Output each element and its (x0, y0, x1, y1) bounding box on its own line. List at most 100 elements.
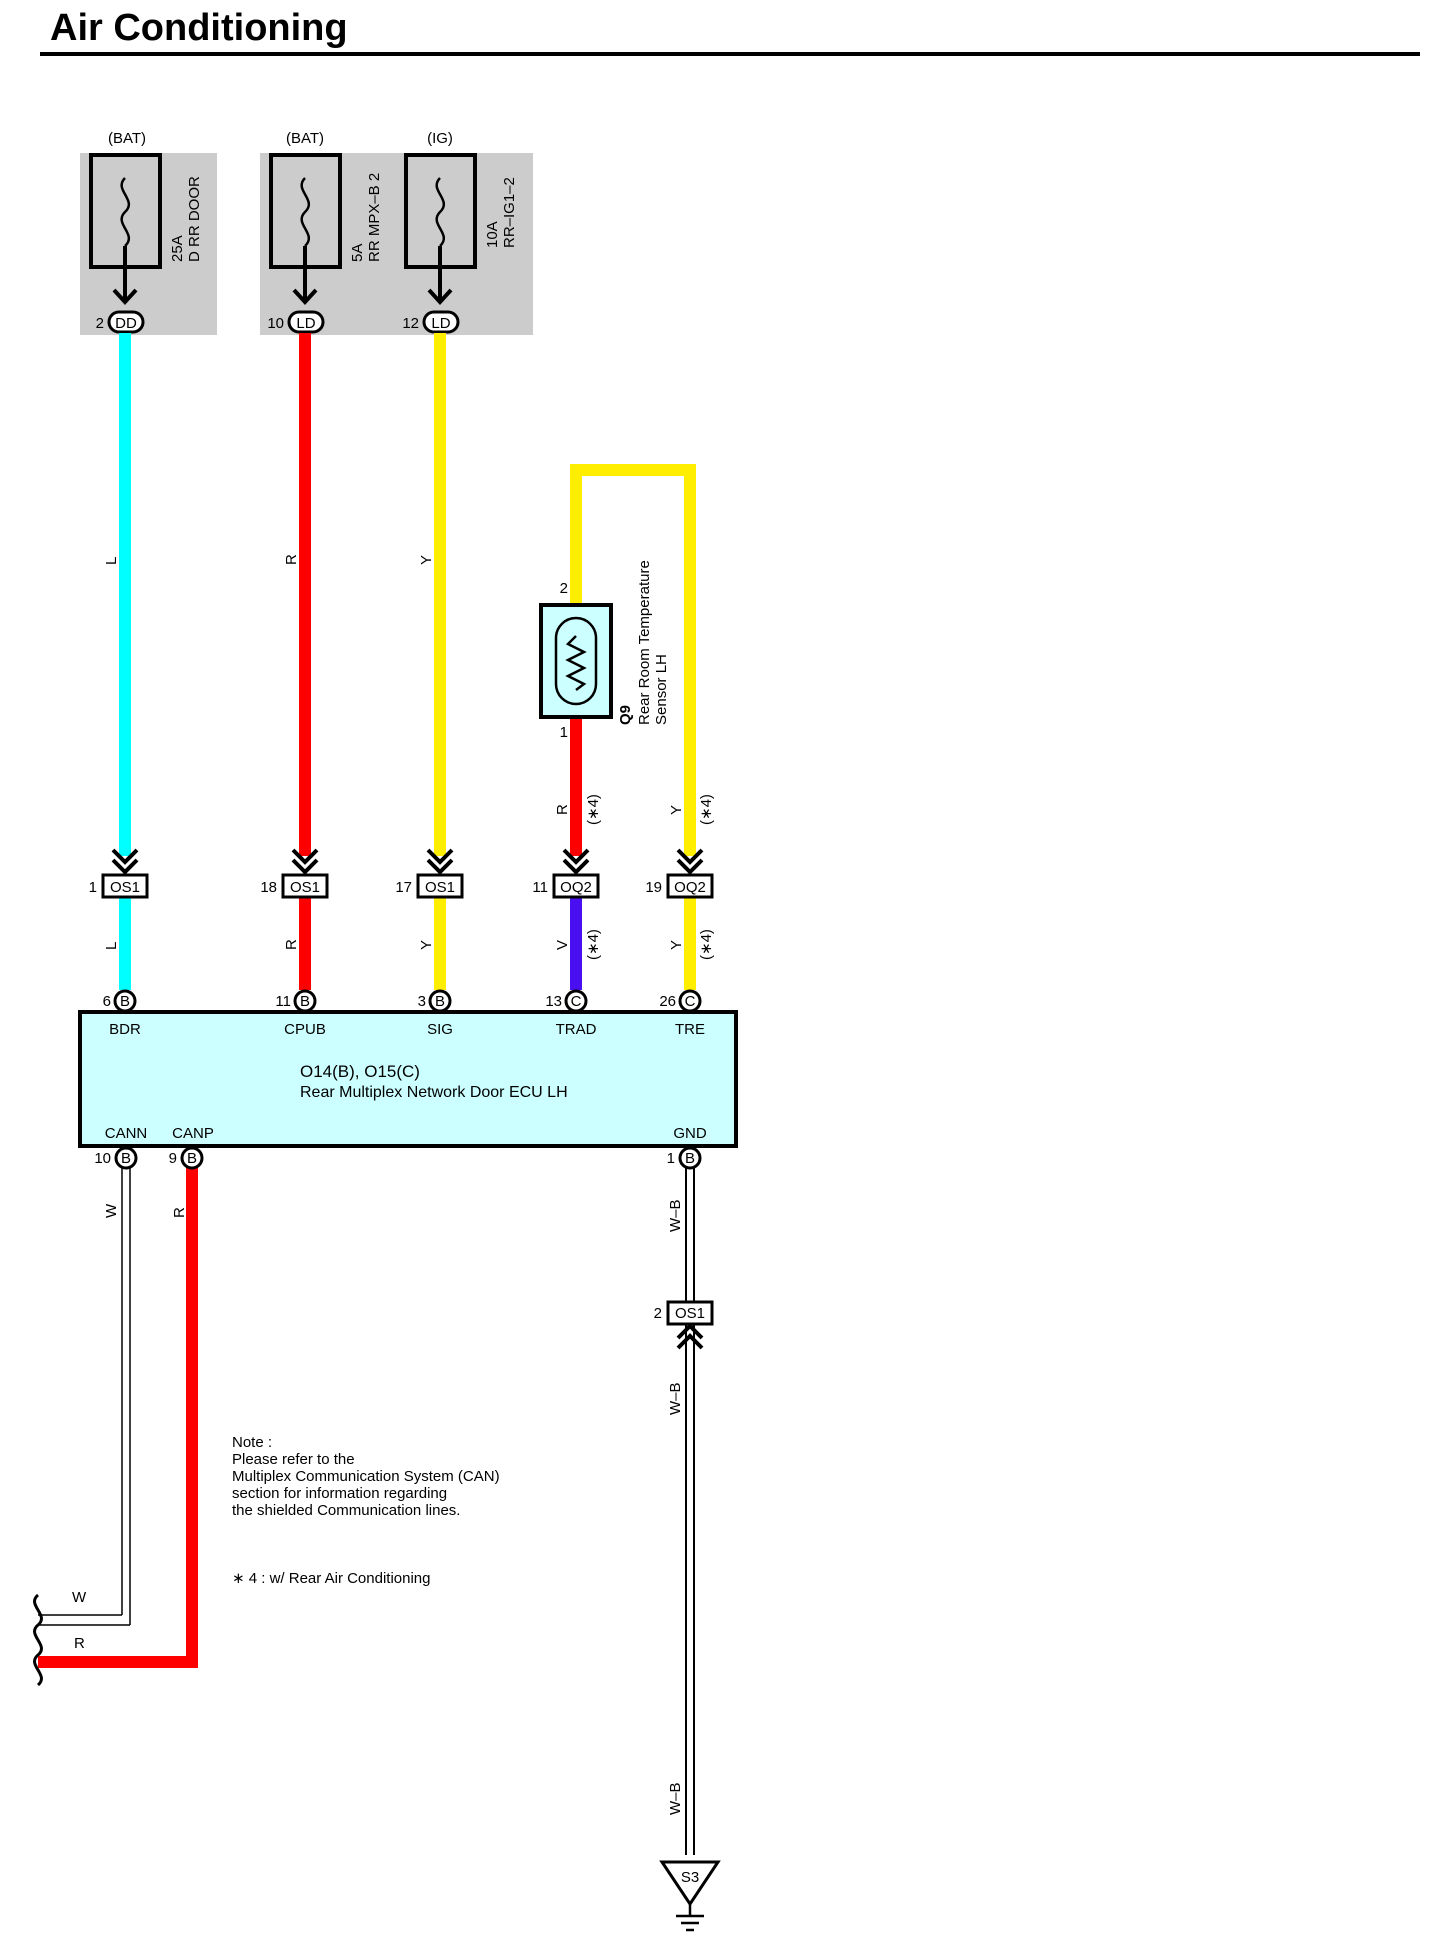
svg-text:B: B (121, 1150, 131, 1167)
svg-text:Note :: Note : (232, 1434, 272, 1451)
svg-text:LD: LD (296, 315, 315, 332)
terminal (564, 989, 588, 1013)
wire-end-label: W (72, 1589, 87, 1606)
pin-number: 11 (275, 993, 291, 1010)
terminal-label: SIG (427, 1021, 453, 1038)
terminal-label: CPUB (284, 1021, 326, 1038)
svg-text:C: C (571, 993, 582, 1010)
fuse-source-label: (BAT) (286, 130, 324, 147)
pin-number: 1 (89, 879, 97, 896)
wire-color-code: R (283, 939, 300, 950)
fuse-element-icon (120, 177, 131, 247)
svg-text:OS1: OS1 (675, 1305, 705, 1322)
arrow-icon (112, 288, 138, 305)
sensor-pin-top: 2 (560, 580, 568, 597)
svg-text:C: C (685, 993, 696, 1010)
arrow-icon (676, 1333, 704, 1350)
arrow-icon (292, 288, 318, 305)
resistor-icon (565, 635, 587, 691)
svg-text:B: B (187, 1150, 197, 1167)
svg-text:B: B (300, 993, 310, 1010)
terminal (428, 989, 452, 1013)
pin-number: 6 (103, 993, 111, 1010)
terminal-label: TRAD (556, 1021, 597, 1038)
svg-text:OQ2: OQ2 (674, 879, 706, 896)
connector-os1 (101, 873, 149, 899)
ecu-top-terminals: B 6 BDR B 11 CPUB B 3 SIG C 13 TRAD C 26… (103, 989, 705, 1038)
wire-color-code: Y (668, 940, 685, 950)
wire-color-code: R (171, 1207, 188, 1218)
pin-number: 26 (659, 993, 676, 1010)
fuse-name: RR MPX–B 2 (366, 173, 383, 262)
svg-text:the shielded Communication lin: the shielded Communication lines. (232, 1502, 460, 1519)
svg-text:Please refer to the: Please refer to the (232, 1451, 355, 1468)
rear-multiplex-network-door-ecu-lh (78, 1010, 738, 1148)
wire-color-code: R (554, 804, 571, 815)
thermistor-icon (554, 616, 598, 706)
terminal-label: CANN (105, 1125, 148, 1142)
fuse-box-left (80, 153, 217, 335)
pin-number: 2 (96, 315, 104, 332)
terminal (180, 1146, 204, 1170)
fuse-rating: 10A (484, 221, 501, 248)
wire-red-canp (38, 1158, 198, 1668)
svg-text:OS1: OS1 (290, 879, 320, 896)
pin-number: 17 (395, 879, 412, 896)
connector-os1 (416, 873, 464, 899)
svg-text:OS1: OS1 (110, 879, 140, 896)
fuse-element-icon (435, 177, 446, 247)
connector-oq2 (552, 873, 600, 899)
wire-color-code: L (103, 557, 120, 565)
terminal (114, 1146, 138, 1170)
svg-text:OQ2: OQ2 (560, 879, 592, 896)
wire-end-label: R (74, 1635, 85, 1652)
pin-number: 18 (260, 879, 277, 896)
pin-number: 9 (169, 1150, 177, 1167)
pin-number: 10 (94, 1150, 111, 1167)
wire-note: (∗4) (585, 929, 602, 960)
pin-number: 12 (402, 315, 419, 332)
terminal (678, 989, 702, 1013)
pin-number: 1 (667, 1150, 675, 1167)
terminal-label: TRE (675, 1021, 705, 1038)
pin-number: 3 (418, 993, 426, 1010)
terminal-label: CANP (172, 1125, 214, 1142)
connector-ld (422, 310, 460, 334)
wire-color-code: W–B (667, 1382, 684, 1415)
pin-number: 13 (545, 993, 562, 1010)
connector-os1 (281, 873, 329, 899)
wire-color-code: W–B (667, 1199, 684, 1232)
svg-text:section for information regard: section for information regarding (232, 1485, 447, 1502)
svg-text:OS1: OS1 (425, 879, 455, 896)
connector-oq2 (666, 873, 714, 899)
fuse-source-label: (IG) (427, 130, 453, 147)
wire-color-code: W–B (667, 1782, 684, 1815)
note-block: Note : Please refer to the Multiplex Com… (232, 1434, 500, 1587)
svg-text:Multiplex Communication System: Multiplex Communication System (CAN) (232, 1468, 500, 1485)
wire-note: (∗4) (585, 794, 602, 825)
sensor-name: Rear Room Temperature (636, 560, 653, 725)
rear-room-temp-sensor (539, 603, 613, 719)
svg-text:B: B (685, 1150, 695, 1167)
sensor-name: Sensor LH (653, 654, 670, 725)
fuse-name: D RR DOOR (186, 176, 203, 262)
wire-color-code: Y (668, 805, 685, 815)
footnote: ∗ 4 : w/ Rear Air Conditioning (232, 1570, 431, 1587)
wire-color-code: R (283, 554, 300, 565)
wire-note: (∗4) (698, 929, 715, 960)
terminal (113, 989, 137, 1013)
ecu-id: O14(B), O15(C) (300, 1062, 420, 1081)
svg-text:S3: S3 (681, 1869, 699, 1886)
page-title: Air Conditioning (50, 7, 348, 49)
wire-yellow-loop (570, 464, 696, 856)
fuse-rating: 25A (169, 235, 186, 262)
svg-text:DD: DD (115, 315, 137, 332)
terminal-label: GND (673, 1125, 707, 1142)
arrow-icon (427, 288, 453, 305)
wire-break-icon (33, 1593, 43, 1687)
wire-color-code: L (103, 942, 120, 950)
wire-color-code: Y (418, 940, 435, 950)
fuse-name: RR–IG1–2 (501, 177, 518, 248)
pin-number: 19 (645, 879, 662, 896)
